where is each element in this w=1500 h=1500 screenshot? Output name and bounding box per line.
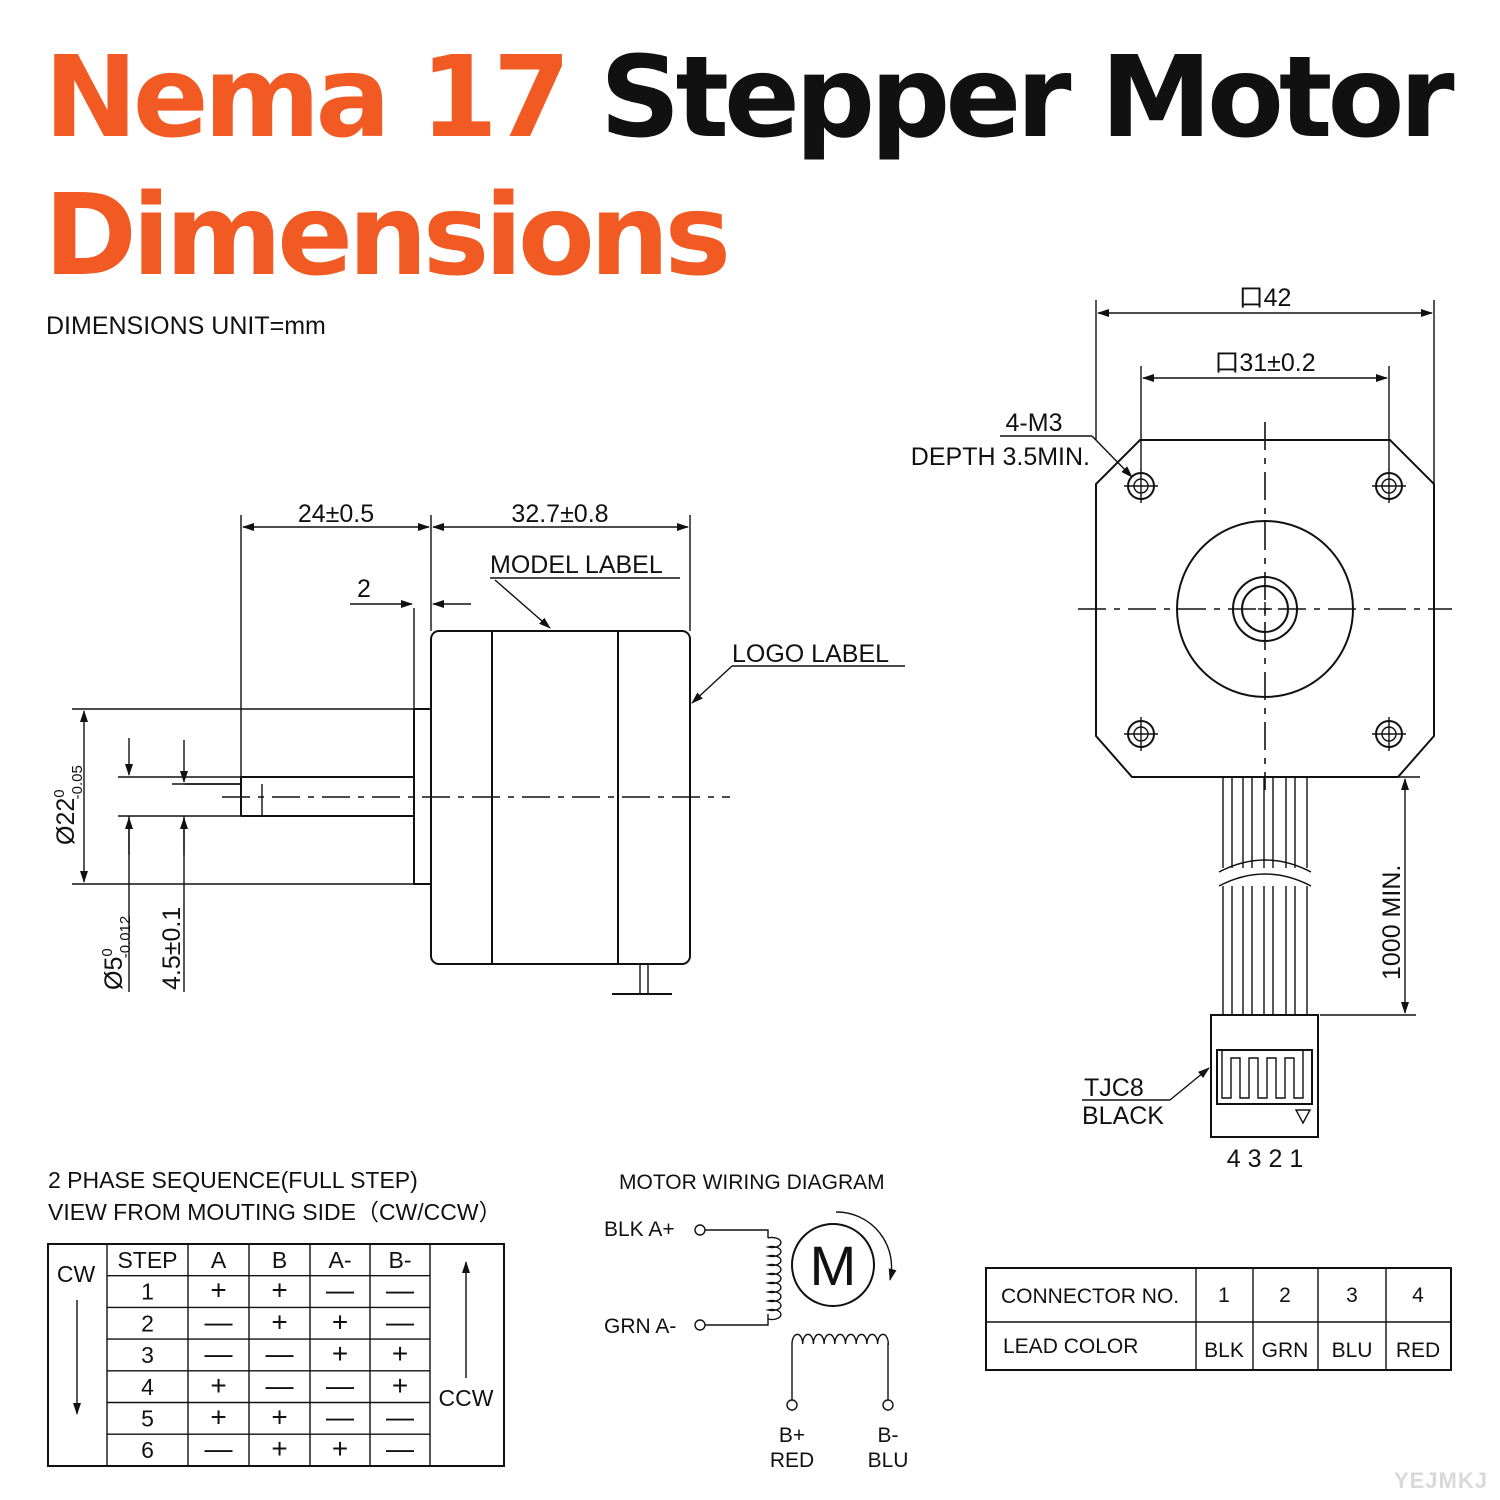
boss-circle — [1176, 520, 1354, 698]
title-part1: Nema 17 — [44, 33, 571, 163]
sequence-polarity-cell: + — [271, 1402, 287, 1433]
sequence-polarity-cell: + — [210, 1370, 226, 1401]
connector-number-cell: 1 — [1218, 1284, 1230, 1307]
motor-letter: M — [810, 1234, 857, 1297]
sequence-polarity-cell: — — [326, 1275, 354, 1306]
model-label-callout: MODEL LABEL — [490, 551, 663, 579]
mounting-hole — [1124, 717, 1158, 751]
mounting-hole — [1372, 717, 1406, 751]
dim-lead-length: 1000 MIN. — [1378, 865, 1406, 980]
wiring-diagram: MOTOR WIRING DIAGRAM BLK A+ GRN A- M B+ … — [604, 1171, 908, 1472]
lead-color-cell: GRN — [1262, 1339, 1309, 1362]
connector-model: TJC8 — [1084, 1074, 1144, 1102]
connector-color: BLACK — [1082, 1102, 1164, 1130]
sequence-polarity-cell: — — [386, 1275, 414, 1306]
lead-color-cell: BLU — [1332, 1339, 1373, 1362]
wire-a-minus-label: GRN A- — [604, 1315, 676, 1338]
shaft-circle — [1241, 585, 1289, 633]
sequence-step-cell: 1 — [141, 1279, 154, 1305]
lead-color-cell: RED — [1396, 1339, 1440, 1362]
sequence-polarity-cell: + — [271, 1275, 287, 1306]
sequence-polarity-cell: — — [205, 1338, 233, 1369]
sequence-polarity-cell: — — [205, 1306, 233, 1337]
sequence-header-cell: A — [211, 1247, 227, 1273]
mounting-hole — [1372, 469, 1406, 503]
sequence-polarity-cell: + — [392, 1370, 408, 1401]
unit-note: DIMENSIONS UNIT=mm — [46, 312, 326, 340]
sequence-subheading: VIEW FROM MOUTING SIDE（CW/CCW） — [48, 1199, 502, 1225]
dim-face-width: 口42 — [1239, 284, 1292, 312]
lead-wires — [1218, 777, 1312, 1015]
connector-number-cell: 4 — [1412, 1284, 1424, 1307]
side-view: 24±0.5 32.7±0.8 2 MODEL LABEL LOGO LABEL… — [51, 500, 905, 995]
wire-b-minus-color: BLU — [868, 1449, 909, 1472]
sequence-polarity-cell: + — [271, 1306, 287, 1337]
front-view: 口42 口31±0.2 4-M3 DEPTH 3.5MIN. — [911, 284, 1452, 1173]
wire-b-minus-label: B- — [878, 1424, 899, 1447]
sequence-step-cell: 4 — [141, 1374, 154, 1400]
sequence-header-cell: STEP — [117, 1247, 177, 1273]
page-title-line1: Nema 17 Stepper Motor — [44, 42, 1455, 154]
sequence-polarity-cell: — — [386, 1306, 414, 1337]
sequence-header-cell: A- — [329, 1247, 352, 1273]
sequence-step-cell: 2 — [141, 1310, 154, 1336]
sequence-polarity-cell: — — [386, 1433, 414, 1464]
watermark: YEJMKJ — [1393, 1468, 1488, 1493]
logo-label-callout: LOGO LABEL — [732, 640, 889, 668]
sequence-step-cell: 3 — [141, 1342, 154, 1368]
wiring-title: MOTOR WIRING DIAGRAM — [619, 1171, 885, 1194]
motor-symbol — [791, 1223, 875, 1307]
sequence-step-cell: 6 — [141, 1437, 154, 1463]
lead-color-cell: BLK — [1204, 1339, 1244, 1362]
sequence-polarity-cell: — — [266, 1338, 294, 1369]
sequence-polarity-cell: + — [271, 1433, 287, 1464]
connector-number-cell: 2 — [1279, 1284, 1291, 1307]
connector-number-cell: 3 — [1346, 1284, 1358, 1307]
hole-spec: 4-M3 — [1006, 409, 1063, 437]
sequence-polarity-cell: — — [266, 1370, 294, 1401]
sequence-polarity-cell: — — [326, 1370, 354, 1401]
wire-b-plus-color: RED — [770, 1449, 814, 1472]
ccw-label: CCW — [439, 1385, 494, 1411]
sequence-polarity-cell: + — [332, 1306, 348, 1337]
sequence-polarity-cell: + — [332, 1338, 348, 1369]
sequence-header-cell: B — [272, 1247, 287, 1273]
phase-sequence: 2 PHASE SEQUENCE(FULL STEP) VIEW FROM MO… — [47, 1167, 505, 1467]
dim-shaft-length: 24±0.5 — [298, 500, 374, 528]
mounting-hole — [1124, 469, 1158, 503]
connector — [1210, 1014, 1319, 1138]
dim-shaft-flat: 4.5±0.1 — [158, 907, 186, 990]
cw-label: CW — [57, 1261, 96, 1287]
dim-flange: 2 — [357, 575, 371, 603]
wire-a-plus-label: BLK A+ — [604, 1218, 675, 1241]
sequence-polarity-cell: — — [386, 1402, 414, 1433]
sequence-polarity-cell: + — [210, 1402, 226, 1433]
wire-b-plus-label: B+ — [779, 1424, 805, 1447]
title-part2: Stepper Motor — [599, 33, 1455, 163]
connector-no-label: CONNECTOR NO. — [1001, 1285, 1179, 1308]
lead-color-label: LEAD COLOR — [1003, 1335, 1138, 1358]
dim-shaft-diameter: Ø50-0.012 — [99, 916, 134, 990]
sequence-step-cell: 5 — [141, 1406, 154, 1432]
sequence-header-cell: B- — [389, 1247, 412, 1273]
sequence-polarity-cell: — — [326, 1402, 354, 1433]
dim-boss-diameter: Ø220-0.05 — [51, 765, 86, 845]
dim-body-length: 32.7±0.8 — [511, 500, 608, 528]
sequence-polarity-cell: + — [332, 1433, 348, 1464]
sequence-polarity-cell: + — [392, 1338, 408, 1369]
sequence-polarity-cell: — — [205, 1433, 233, 1464]
connector-pin-numbers: 4 3 2 1 — [1227, 1145, 1303, 1173]
hole-depth: DEPTH 3.5MIN. — [911, 443, 1090, 471]
dim-hole-spacing: 口31±0.2 — [1214, 349, 1315, 377]
sequence-polarity-cell: + — [210, 1275, 226, 1306]
sequence-heading: 2 PHASE SEQUENCE(FULL STEP) — [48, 1167, 418, 1193]
page-title-line2: Dimensions — [44, 171, 731, 301]
